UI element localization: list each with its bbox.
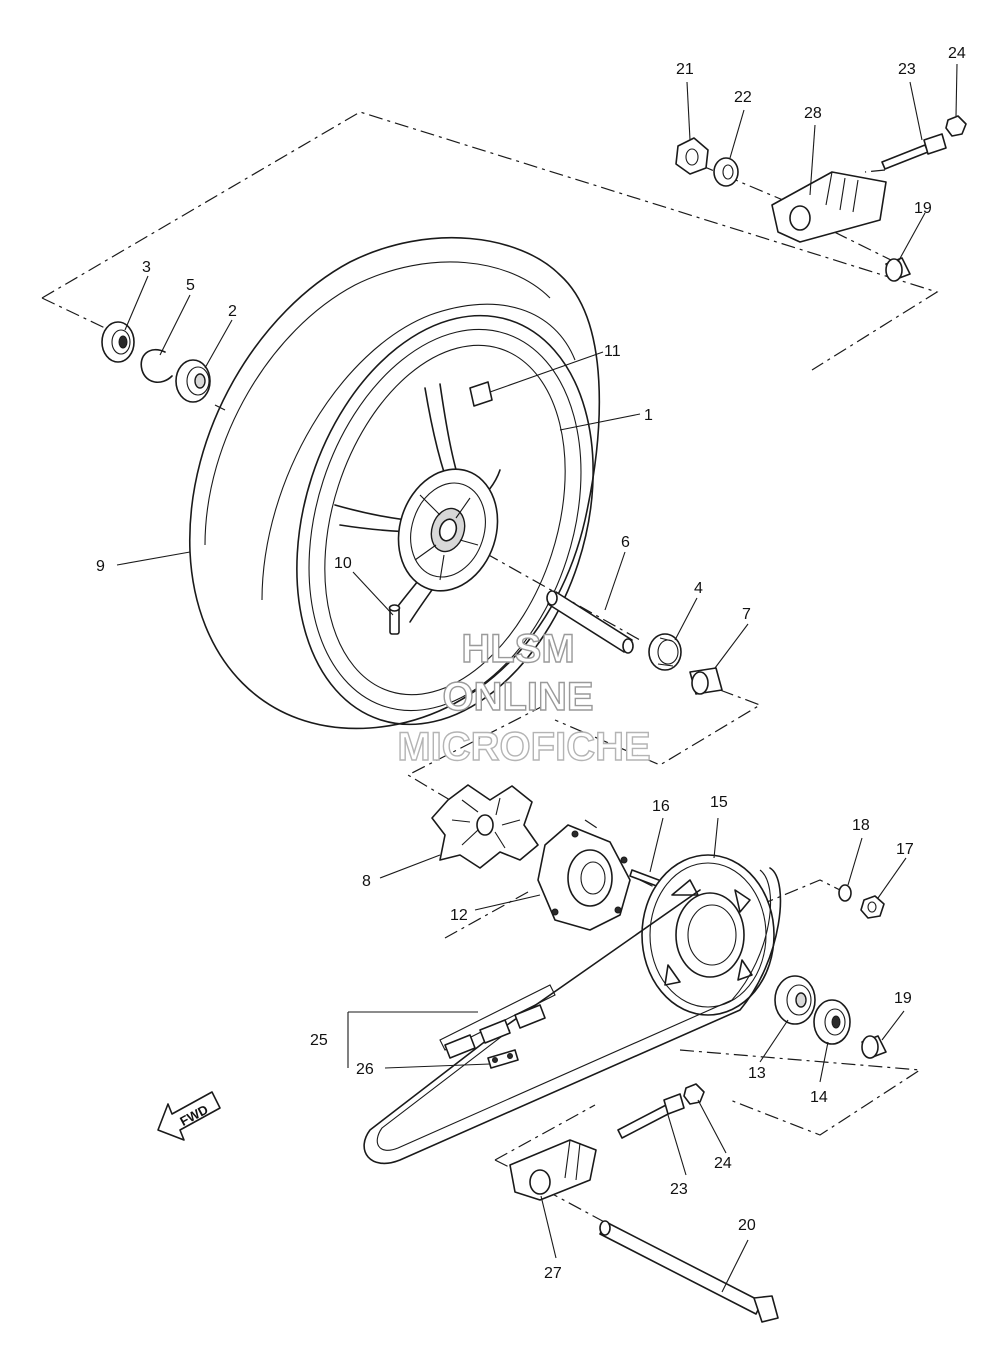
callout-2: 2 bbox=[228, 303, 237, 320]
callout-26: 26 bbox=[356, 1061, 374, 1078]
callout-numbers: 3 5 2 1 11 9 10 6 4 7 8 12 16 15 18 17 2… bbox=[96, 45, 966, 1282]
callout-3: 3 bbox=[142, 259, 151, 276]
watermark-line-2: ONLINE bbox=[442, 675, 593, 719]
callout-1: 1 bbox=[644, 407, 653, 424]
circlip bbox=[140, 348, 173, 383]
bearing-13 bbox=[774, 975, 816, 1025]
callout-4: 4 bbox=[694, 580, 703, 597]
collar-19-lower bbox=[861, 1035, 887, 1059]
leader-lines bbox=[116, 63, 958, 1293]
callout-8: 8 bbox=[362, 873, 371, 890]
chain-master-link bbox=[487, 1049, 519, 1069]
callout-6: 6 bbox=[621, 534, 630, 551]
nut-21 bbox=[675, 137, 709, 175]
rear-axle-20 bbox=[599, 1220, 779, 1323]
callout-12: 12 bbox=[450, 907, 468, 924]
callout-27: 27 bbox=[544, 1265, 562, 1282]
rear-tire bbox=[189, 236, 601, 730]
callout-23-lower: 23 bbox=[670, 1181, 688, 1198]
washer-18 bbox=[838, 884, 852, 902]
assembly-reference-lines bbox=[41, 111, 939, 1226]
driven-sprocket bbox=[641, 854, 775, 1016]
locknut-24 bbox=[945, 115, 967, 137]
callout-10: 10 bbox=[334, 555, 352, 572]
callout-11: 11 bbox=[604, 343, 621, 360]
callout-15: 15 bbox=[710, 794, 728, 811]
spacer-tube bbox=[546, 590, 634, 654]
washer-22 bbox=[713, 157, 739, 187]
adjusting-bolt-23-lower bbox=[617, 1093, 685, 1139]
adjusting-bolt-23 bbox=[881, 133, 947, 170]
bearing-left bbox=[175, 359, 211, 403]
callout-24-upper: 24 bbox=[948, 45, 966, 62]
callout-18: 18 bbox=[852, 817, 870, 834]
collar-right bbox=[689, 667, 723, 695]
balance-weight bbox=[469, 381, 493, 407]
clutch-hub bbox=[537, 824, 631, 931]
watermark: HLSM ONLINE MICROFICHE bbox=[397, 626, 652, 769]
chain-puller-28 bbox=[771, 171, 887, 243]
oil-seal-14 bbox=[813, 999, 851, 1045]
oil-seal bbox=[101, 321, 135, 363]
callout-17: 17 bbox=[896, 841, 914, 858]
callout-23-upper: 23 bbox=[898, 61, 916, 78]
locknut-24-lower bbox=[683, 1083, 705, 1105]
callout-16: 16 bbox=[652, 798, 670, 815]
cast-wheel bbox=[296, 314, 594, 726]
drive-chain bbox=[363, 867, 782, 1165]
watermark-line-3: MICROFICHE bbox=[397, 725, 650, 769]
callout-28: 28 bbox=[804, 105, 822, 122]
fwd-label: FWD bbox=[177, 1102, 210, 1129]
callout-14: 14 bbox=[810, 1089, 828, 1106]
collar-19-upper bbox=[885, 257, 911, 282]
callout-21: 21 bbox=[676, 61, 694, 78]
callout-19-upper: 19 bbox=[914, 200, 932, 217]
hub-damper bbox=[431, 784, 539, 869]
valve-stem bbox=[388, 604, 401, 635]
nut-17 bbox=[860, 895, 885, 919]
chain-puller-27 bbox=[509, 1139, 597, 1201]
callout-19-lower: 19 bbox=[894, 990, 912, 1007]
callout-22: 22 bbox=[734, 89, 752, 106]
callout-5: 5 bbox=[186, 277, 195, 294]
needle-bearing bbox=[648, 633, 682, 671]
watermark-line-1: HLSM bbox=[461, 627, 574, 671]
callout-13: 13 bbox=[748, 1065, 766, 1082]
callout-20: 20 bbox=[738, 1217, 756, 1234]
callout-7: 7 bbox=[742, 606, 751, 623]
callout-25: 25 bbox=[310, 1032, 328, 1049]
callout-9: 9 bbox=[96, 558, 105, 575]
fwd-arrow-icon: FWD bbox=[157, 1091, 221, 1141]
callout-24-lower: 24 bbox=[714, 1155, 732, 1172]
